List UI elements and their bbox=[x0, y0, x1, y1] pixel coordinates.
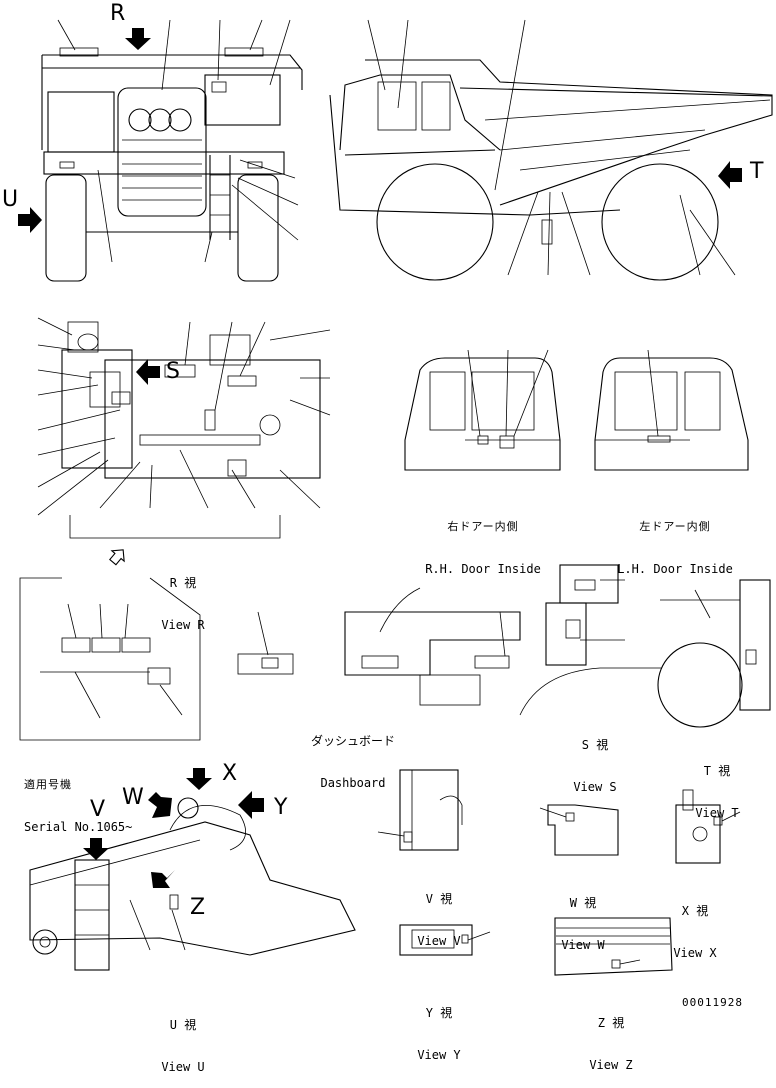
truck-front-view bbox=[18, 19, 303, 282]
view-y-caption: Y 視 View Y bbox=[404, 978, 474, 1076]
view-y-en: View Y bbox=[417, 1048, 461, 1062]
serial-jp: 適用号機 bbox=[24, 778, 72, 791]
serial-detail bbox=[19, 577, 201, 741]
serial-en: Serial No.1065~ bbox=[24, 820, 133, 834]
serial-caption: 適用号機 Serial No.1065~ bbox=[24, 750, 132, 848]
drawing-number: 00011928 bbox=[682, 996, 743, 1009]
view-x-en: View X bbox=[673, 946, 717, 960]
door-rh-jp: 右ドアー内側 bbox=[447, 520, 519, 533]
view-u-en: View U bbox=[161, 1060, 205, 1074]
view-v-en: View V bbox=[417, 934, 461, 948]
view-z-en: View Z bbox=[589, 1058, 633, 1072]
view-z-detail bbox=[554, 917, 673, 976]
view-s-detail bbox=[519, 564, 662, 716]
view-w-caption: W 視 View W bbox=[548, 868, 618, 966]
door-rh-caption: 右ドアー内側 R.H. Door Inside bbox=[398, 492, 568, 590]
view-v-jp: V 視 bbox=[425, 892, 453, 906]
view-y-detail bbox=[399, 924, 491, 956]
door-views bbox=[404, 349, 749, 471]
door-rh-en: R.H. Door Inside bbox=[425, 562, 541, 576]
view-x-jp: X 視 bbox=[681, 904, 709, 918]
view-z-caption: Z 視 View Z bbox=[576, 988, 646, 1086]
view-letter-t: T bbox=[750, 159, 764, 184]
view-s-jp: S 視 bbox=[581, 738, 609, 752]
view-w-detail bbox=[539, 804, 619, 856]
view-z-jp: Z 視 bbox=[597, 1016, 625, 1030]
view-v-caption: V 視 View V bbox=[404, 864, 474, 962]
view-v-detail bbox=[377, 769, 463, 851]
view-letter-z: Z bbox=[190, 895, 206, 920]
view-u-jp: U 視 bbox=[169, 1018, 197, 1032]
door-lh-caption: 左ドアー内側 L.H. Door Inside bbox=[590, 492, 760, 590]
view-t-jp: T 視 bbox=[703, 764, 731, 778]
view-letter-y: Y bbox=[274, 795, 288, 820]
view-w-jp: W 視 bbox=[569, 896, 597, 910]
view-t-caption: T 視 View T bbox=[682, 736, 752, 834]
door-lh-en: L.H. Door Inside bbox=[617, 562, 733, 576]
parts-diagram-drawing bbox=[18, 19, 773, 976]
view-x-detail bbox=[675, 789, 741, 864]
view-r-en: View R bbox=[161, 618, 205, 632]
dashboard-jp: ダッシュボード bbox=[310, 734, 395, 748]
view-u-caption: U 視 View U bbox=[148, 990, 218, 1088]
view-s-caption: S 視 View S bbox=[560, 710, 630, 808]
view-r-jp: R 視 bbox=[169, 576, 197, 590]
view-t-detail bbox=[657, 579, 771, 728]
view-letter-u: U bbox=[2, 187, 19, 212]
view-letter-s: S bbox=[166, 359, 180, 384]
dashboard-caption: ダッシュボード Dashboard bbox=[298, 706, 408, 804]
view-letter-r: R bbox=[110, 1, 126, 26]
view-t-en: View T bbox=[695, 806, 739, 820]
view-x-caption: X 視 View X bbox=[660, 876, 730, 974]
truck-side-view bbox=[329, 19, 773, 281]
view-u-detail bbox=[29, 768, 356, 971]
view-letter-w: W bbox=[122, 785, 144, 810]
view-y-jp: Y 視 bbox=[425, 1006, 453, 1020]
view-letter-v: V bbox=[90, 797, 106, 822]
view-r-caption: R 視 View R bbox=[148, 548, 218, 646]
dashboard-detail bbox=[237, 587, 521, 706]
dashboard-en: Dashboard bbox=[320, 776, 386, 790]
view-s-en: View S bbox=[573, 780, 617, 794]
view-w-en: View W bbox=[561, 938, 605, 952]
view-letter-x: X bbox=[222, 761, 238, 786]
view-r-panel bbox=[37, 317, 331, 566]
door-lh-jp: 左ドアー内側 bbox=[639, 520, 711, 533]
